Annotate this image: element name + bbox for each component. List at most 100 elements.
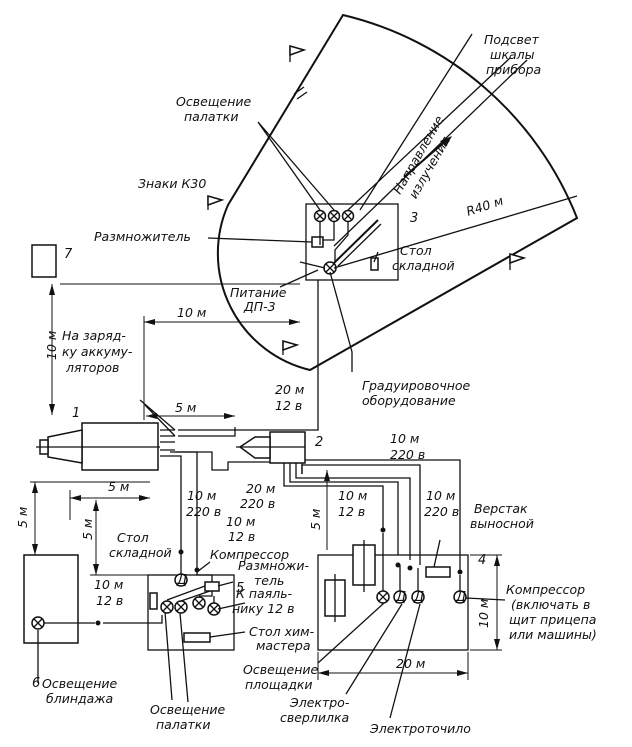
lamp-icon [341,209,355,223]
label-multiplier-top: Размножитель [94,229,191,244]
svg-text:Д: Д [395,590,406,605]
cable [301,464,421,565]
motor-icon: Д [393,590,407,605]
label-10m-right: 10 м [476,599,491,628]
label-compressor-left: Компрессор [210,547,289,562]
label-10m-left: 10 м [44,331,59,360]
motor-icon: Д [453,590,467,605]
label-number-7: 7 [64,247,73,262]
workbench [425,566,451,578]
lamp-icon [192,596,206,610]
equipment-block [324,574,346,622]
folding-table [370,257,379,271]
label-10m-top: 10 м [177,305,206,320]
flag-marker [509,253,527,270]
flag-marker [282,340,300,355]
break-mark [296,91,308,100]
motor-icon: Д [411,590,425,605]
cable [139,399,176,437]
label-battery-charging: На заряд-ку аккуму-ляторов [62,328,133,375]
svg-text:Д: Д [413,590,424,605]
vehicle-2 [236,431,306,474]
flag-marker [289,45,307,62]
cable [289,474,399,555]
cable [175,455,182,555]
label-electric-grinder: Электроточило [369,721,471,736]
label-number-1: 1 [72,406,80,421]
label-number-3: 3 [410,211,418,226]
label-5m-b: 5 м [108,479,129,494]
cable [319,222,349,262]
area-4 [317,554,469,651]
label-to-soldering-iron: К паяль-нику 12 в [232,586,294,616]
arrowhead [440,136,452,147]
label-5m-a: 5 м [175,400,196,415]
label-5m-right: 5 м [308,509,323,530]
radiation-sector [216,13,579,372]
label-r40: R40 м [464,193,505,219]
svg-text:Д: Д [455,590,466,605]
cable [178,280,319,431]
lamp-icon [31,616,45,630]
cable [44,615,163,624]
motor-icon: Д [174,573,188,588]
label-electric-drill: Электро-сверлилка [280,695,350,725]
direction-arrow [403,138,449,178]
break-mark [293,86,305,95]
label-number-6: 6 [32,676,40,691]
flag-marker [207,195,225,210]
cable [170,451,270,471]
lamp-icon [376,590,390,604]
folding-table-low [149,592,158,610]
lamp-icon [160,600,174,614]
equipment-block [352,540,376,592]
label-chem-table: Стол хим-мастера [249,624,315,653]
label-5m-left: 5 м [15,507,30,528]
lamp-icon [174,600,188,614]
cable [178,427,236,437]
multiplier-low [204,581,220,592]
label-radiation-direction: Направлениеизлучения [390,113,461,205]
cable [283,474,384,530]
label-multiplier-low: Размножи-тель [238,558,309,588]
multiplier-block [311,236,324,248]
lamp-icon [327,209,341,223]
label-5m-inner: 5 м [80,519,95,540]
label-number-5: 5 [236,581,244,596]
radius-line [333,195,578,269]
box-7 [31,244,57,278]
label-20m: 20 м [396,656,425,671]
workshop-5 [147,574,235,651]
label-k30-signs: Знаки К30 [138,176,206,191]
dugout-6 [23,554,79,644]
label-number-4: 4 [478,553,486,568]
cable [166,555,215,603]
label-number-2: 2 [315,435,323,450]
cable [295,474,411,560]
chem-table [183,632,211,643]
cable [305,459,461,570]
lamp-icon [313,209,327,223]
svg-text:Д: Д [176,573,187,588]
